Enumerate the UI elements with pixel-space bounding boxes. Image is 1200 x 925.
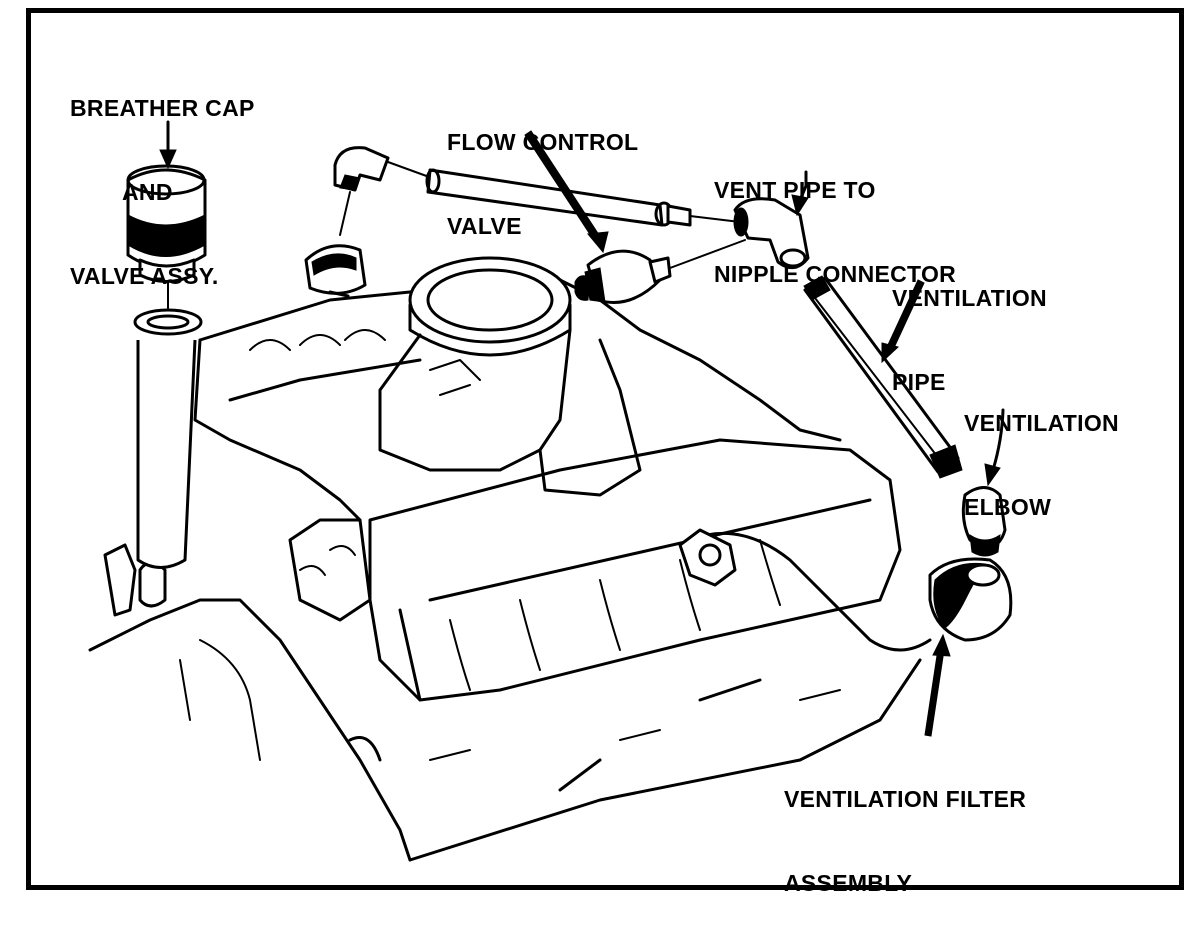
label-ventilation-filter-line2: ASSEMBLY	[784, 870, 913, 896]
label-ventilation-elbow: VENTILATION ELBOW	[964, 353, 1119, 549]
label-breather-cap: BREATHER CAP AND VALVE ASSY.	[70, 38, 255, 318]
upper-elbow	[333, 146, 390, 236]
label-ventilation-filter-line1: VENTILATION FILTER	[784, 786, 1027, 812]
ventilation-filter-part	[928, 557, 1013, 642]
label-ventilation-pipe-line2: PIPE	[892, 369, 946, 395]
label-vent-pipe: VENT PIPE TO NIPPLE CONNECTOR	[714, 120, 956, 316]
label-breather-cap-line2: AND	[122, 179, 173, 205]
label-breather-cap-line1: BREATHER CAP	[70, 95, 255, 121]
label-ventilation-elbow-line1: VENTILATION	[964, 410, 1119, 436]
grommet-valve	[304, 244, 367, 298]
flow-control-valve-part	[574, 239, 746, 304]
ventilation-pipe-part	[803, 275, 963, 479]
label-flow-control-valve-line1: FLOW CONTROL	[447, 129, 639, 155]
label-breather-cap-line3: VALVE ASSY.	[70, 263, 219, 289]
breather-tube	[133, 281, 203, 569]
label-vent-pipe-line1: VENT PIPE TO	[714, 177, 876, 203]
ventilation-elbow-part	[961, 486, 1007, 557]
diagram-frame	[26, 8, 1184, 890]
engine-block	[88, 256, 932, 862]
leader-arrows	[159, 120, 1005, 737]
upper-hose	[387, 161, 741, 227]
label-ventilation-elbow-line2: ELBOW	[964, 494, 1052, 520]
label-flow-control-valve-line2: VALVE	[447, 213, 522, 239]
label-flow-control-valve: FLOW CONTROL VALVE	[447, 72, 638, 268]
label-ventilation-filter: VENTILATION FILTER ASSEMBLY	[784, 729, 1026, 925]
breather-cap-assembly	[126, 164, 207, 283]
label-ventilation-pipe: VENTILATION PIPE	[892, 228, 1047, 424]
label-ventilation-pipe-line1: VENTILATION	[892, 285, 1047, 311]
nipple-connector	[733, 197, 810, 270]
label-vent-pipe-line2: NIPPLE CONNECTOR	[714, 261, 957, 287]
